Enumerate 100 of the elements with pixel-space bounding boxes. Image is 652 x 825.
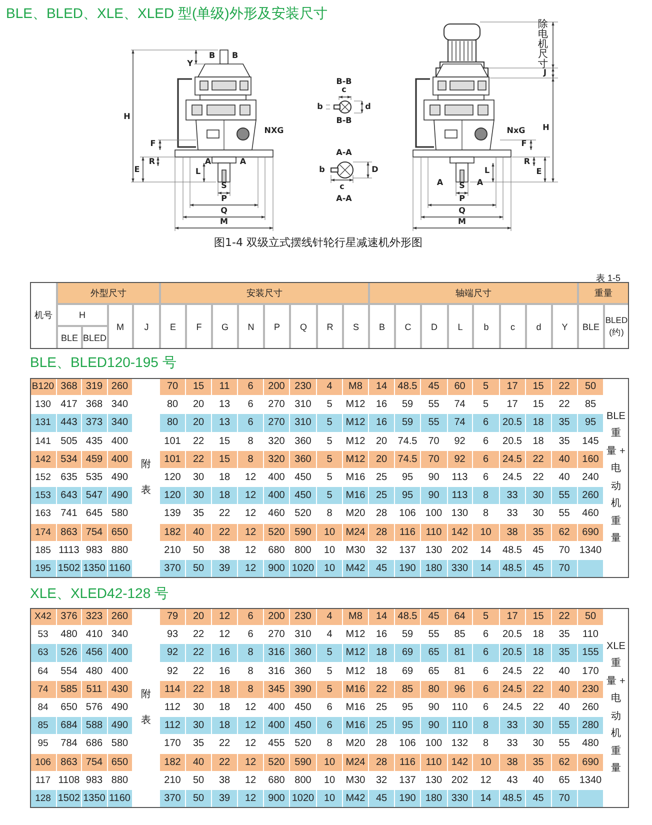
table-cell: 12 [238, 560, 264, 578]
dimension-label: A [240, 158, 246, 166]
table-cell: 155 [578, 644, 604, 663]
table-cell: 153 [30, 487, 57, 506]
table-cell: 15 [212, 450, 238, 469]
table-cell: 6 [317, 717, 343, 736]
table-cell: 59 [395, 414, 421, 433]
table-cell: 90 [421, 717, 448, 736]
table-cell: 101 [160, 450, 186, 469]
table-cell: 70 [552, 790, 578, 808]
table-cell: 24.5 [500, 450, 526, 469]
table-cell: 45 [421, 608, 448, 626]
table-cell: 400 [108, 644, 133, 663]
table-cell: 900 [264, 560, 290, 578]
table-cell: 320 [264, 450, 290, 469]
section-label: A-A [336, 149, 352, 157]
table-cell: 8 [473, 487, 500, 506]
table-cell: 511 [82, 680, 108, 699]
table-cell: 30 [186, 487, 212, 506]
table-cell: 40 [186, 524, 212, 542]
table-cell: 50 [186, 560, 212, 578]
table-cell: 18 [212, 680, 238, 699]
column-header: H [57, 304, 108, 326]
column-header: BLE [57, 326, 82, 349]
table-cell: 10 [317, 524, 343, 542]
table-cell: 64 [448, 608, 473, 626]
table-cell: B120 [30, 378, 57, 396]
table-cell: 490 [108, 717, 133, 736]
table-cell: 754 [82, 524, 108, 542]
table-cell: 230 [578, 680, 604, 699]
table-cell: 85 [395, 680, 421, 699]
table-cell: 6 [238, 414, 264, 433]
table-cell: 70 [552, 560, 578, 578]
column-header: b [473, 304, 500, 349]
table-cell: M24 [343, 754, 369, 772]
table-cell: M8 [343, 608, 369, 626]
table-cell: 22 [212, 524, 238, 542]
table-cell: 182 [160, 524, 186, 542]
table-cell: 33 [500, 487, 526, 506]
table-cell: 48.5 [395, 608, 421, 626]
table-cell: 10 [473, 754, 500, 772]
table-cell: 12 [238, 754, 264, 772]
column-header: F [186, 304, 212, 349]
table-cell: 70 [421, 450, 448, 469]
table-cell: 35 [552, 644, 578, 663]
table-cell: 142 [30, 450, 57, 469]
table-cell: 6 [473, 450, 500, 469]
dimension-label: P [221, 195, 227, 203]
table-cell: 96 [448, 680, 473, 699]
table-cell: 260 [108, 378, 133, 396]
table-cell: 45 [369, 560, 395, 578]
table-cell: M16 [343, 487, 369, 506]
table-cell: 14 [473, 560, 500, 578]
table-cell: 95 [395, 487, 421, 506]
table-cell: 690 [578, 524, 604, 542]
table-cell: 17 [500, 608, 526, 626]
table-cell: 33 [500, 717, 526, 736]
table-cell: 55 [552, 487, 578, 506]
dimension-label: R [148, 158, 156, 166]
table-cell: 5 [473, 378, 500, 396]
column-header: B [369, 304, 395, 349]
table-cell: 18 [369, 644, 395, 663]
table-cell: 160 [578, 450, 604, 469]
table-cell: 48.5 [500, 560, 526, 578]
table-cell: 40 [552, 450, 578, 469]
table-cell: 92 [160, 644, 186, 663]
table-cell: 12 [238, 487, 264, 506]
table-cell: 120 [160, 487, 186, 506]
table-cell: 13 [212, 414, 238, 433]
column-header: 外型尺寸 [57, 282, 160, 304]
table-cell: 48.5 [395, 378, 421, 396]
table-cell: 5 [317, 680, 343, 699]
table-cell: 1020 [290, 790, 317, 808]
table-cell: 112 [160, 717, 186, 736]
table-cell: 1502 [57, 790, 82, 808]
table-cell: 81 [448, 644, 473, 663]
table-cell: 863 [57, 754, 82, 772]
table-cell: 180 [421, 790, 448, 808]
table-cell: 131 [30, 414, 57, 433]
section-label: B-B [336, 78, 352, 86]
dimension-label: NxG [506, 127, 526, 135]
table-cell: 6 [473, 680, 500, 699]
section-label: A-A [336, 195, 352, 203]
table-cell: 316 [264, 644, 290, 663]
column-header: Q [290, 304, 317, 349]
section-heading: BLE、BLED120-195 号 [30, 354, 176, 372]
table-cell: 22 [212, 754, 238, 772]
table-cell: 20.5 [500, 414, 526, 433]
table-cell: 22 [552, 378, 578, 396]
table-cell: 20 [186, 608, 212, 626]
table-cell: 373 [82, 414, 108, 433]
column-header: S [343, 304, 369, 349]
table-cell: 6 [238, 608, 264, 626]
table-cell: 174 [30, 524, 57, 542]
table-cell: 113 [448, 487, 473, 506]
table-cell: 24.5 [500, 680, 526, 699]
table-cell: 456 [82, 644, 108, 663]
table-cell: 190 [395, 790, 421, 808]
table-cell: 55 [421, 414, 448, 433]
table-cell: M12 [343, 644, 369, 663]
